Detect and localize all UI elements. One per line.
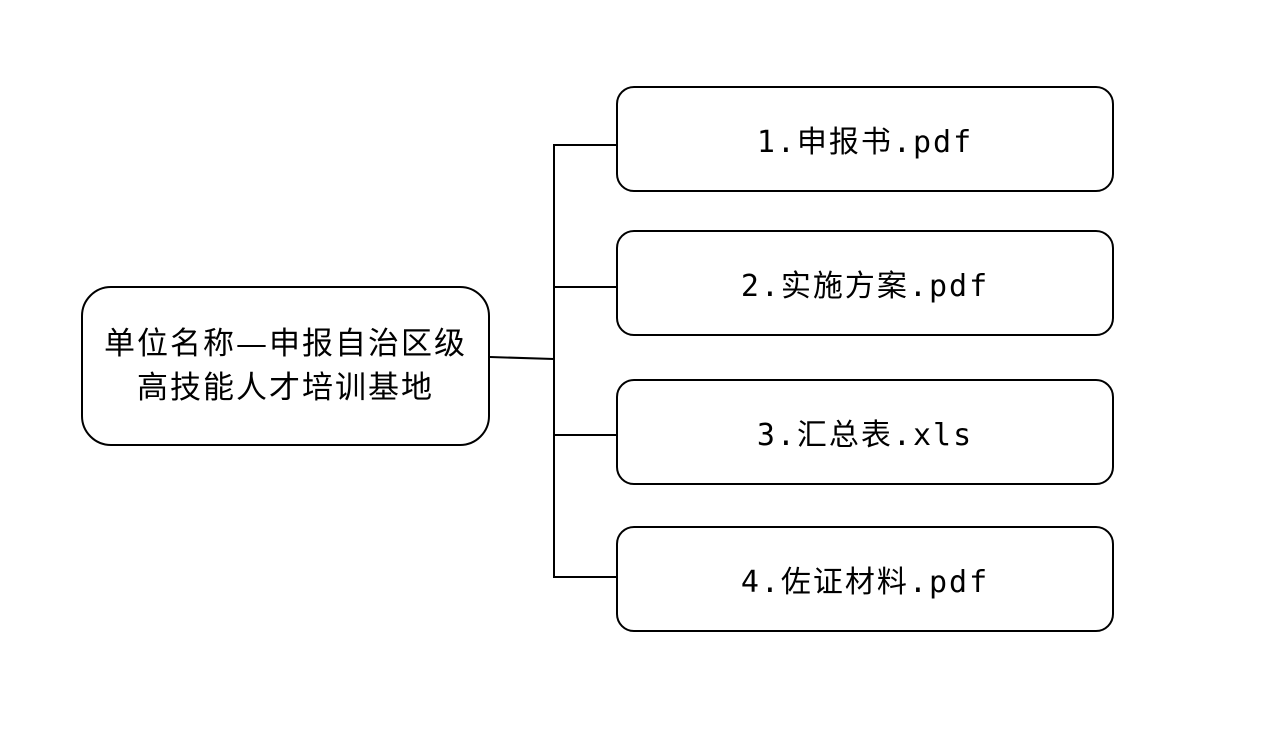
child-node-supporting-materials: 4.佐证材料.pdf (616, 526, 1114, 632)
root-node-label: 单位名称—申报自治区级高技能人才培训基地 (104, 326, 467, 406)
child-node-implementation-plan: 2.实施方案.pdf (616, 230, 1114, 336)
child-node-summary-table: 3.汇总表.xls (616, 379, 1114, 485)
child-node-label: 2.实施方案.pdf (740, 269, 990, 304)
child-node-application-form: 1.申报书.pdf (616, 86, 1114, 192)
child-node-label: 4.佐证材料.pdf (740, 565, 990, 600)
root-node: 单位名称—申报自治区级高技能人才培训基地 (81, 286, 490, 446)
child-node-label: 3.汇总表.xls (756, 418, 974, 453)
root-to-trunk-connector (489, 356, 555, 360)
child-node-label: 1.申报书.pdf (756, 125, 974, 160)
